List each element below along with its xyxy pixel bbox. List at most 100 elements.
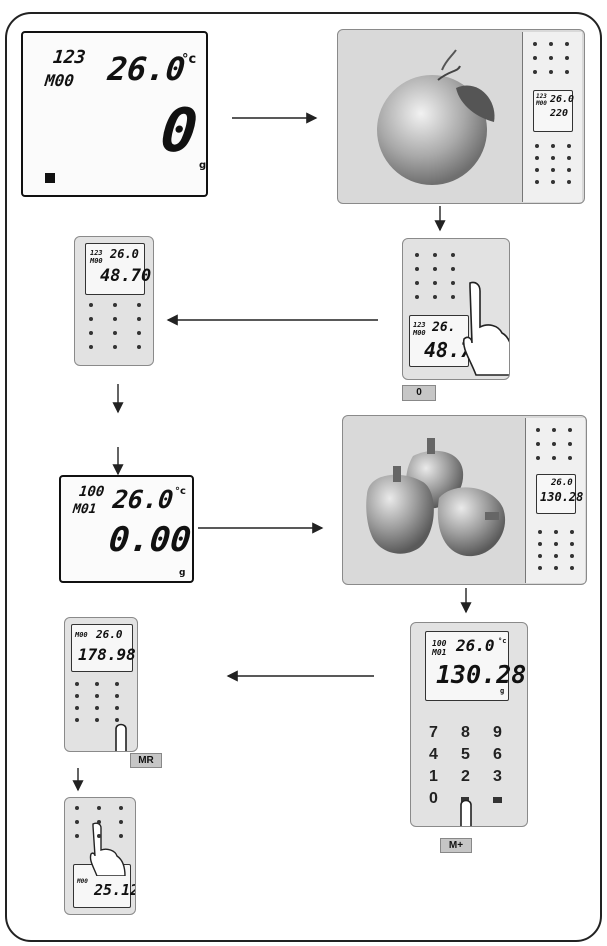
keypad-key[interactable] bbox=[433, 281, 437, 285]
mr-button[interactable]: MR bbox=[130, 753, 162, 768]
keypad-key[interactable] bbox=[415, 267, 419, 271]
key-9[interactable]: 9 bbox=[493, 724, 502, 741]
keypad-key[interactable] bbox=[75, 820, 79, 824]
keypad-key[interactable] bbox=[75, 694, 79, 698]
keypad-key[interactable] bbox=[538, 542, 542, 546]
keypad-key[interactable] bbox=[554, 554, 558, 558]
keypad-key[interactable] bbox=[451, 253, 455, 257]
keypad-key[interactable] bbox=[433, 267, 437, 271]
keypad-key[interactable] bbox=[552, 428, 556, 432]
keypad-key[interactable] bbox=[89, 345, 93, 349]
keypad-key[interactable] bbox=[554, 542, 558, 546]
keypad-key[interactable] bbox=[567, 180, 571, 184]
keypad-key[interactable] bbox=[567, 144, 571, 148]
keypad-key[interactable] bbox=[97, 820, 101, 824]
keypad-key[interactable] bbox=[535, 156, 539, 160]
keypad-key[interactable] bbox=[552, 456, 556, 460]
keypad-key[interactable] bbox=[551, 180, 555, 184]
keypad-key[interactable] bbox=[570, 566, 574, 570]
key-0[interactable]: 0 bbox=[429, 790, 438, 807]
keypad-key[interactable] bbox=[451, 267, 455, 271]
keypad-key[interactable] bbox=[137, 345, 141, 349]
key-6[interactable]: 6 bbox=[493, 746, 502, 763]
key-4[interactable]: 4 bbox=[429, 746, 438, 763]
keypad-key[interactable] bbox=[119, 834, 123, 838]
keypad-key[interactable] bbox=[75, 834, 79, 838]
keypad-key[interactable] bbox=[119, 820, 123, 824]
key-1[interactable]: 1 bbox=[429, 768, 438, 785]
keypad-key[interactable] bbox=[113, 317, 117, 321]
keypad-key[interactable] bbox=[570, 530, 574, 534]
keypad-key[interactable] bbox=[565, 42, 569, 46]
keypad-key[interactable] bbox=[535, 168, 539, 172]
keypad-key[interactable] bbox=[75, 718, 79, 722]
keypad-key[interactable] bbox=[538, 554, 542, 558]
keypad-key[interactable] bbox=[95, 718, 99, 722]
keypad-key[interactable] bbox=[115, 694, 119, 698]
keypad-key[interactable] bbox=[415, 295, 419, 299]
keypad-key[interactable] bbox=[113, 331, 117, 335]
keypad-key[interactable] bbox=[113, 345, 117, 349]
key-mr[interactable] bbox=[493, 797, 502, 803]
keypad-key[interactable] bbox=[554, 566, 558, 570]
keypad-key[interactable] bbox=[570, 554, 574, 558]
key-3[interactable]: 3 bbox=[493, 768, 502, 785]
zero-button[interactable]: 0 bbox=[402, 385, 436, 401]
keypad-key[interactable] bbox=[565, 70, 569, 74]
keypad-key[interactable] bbox=[533, 56, 537, 60]
key-5[interactable]: 5 bbox=[461, 746, 470, 763]
keypad-key[interactable] bbox=[568, 428, 572, 432]
keypad-key[interactable] bbox=[551, 168, 555, 172]
keypad-key[interactable] bbox=[137, 331, 141, 335]
keypad-key[interactable] bbox=[554, 530, 558, 534]
keypad-key[interactable] bbox=[536, 442, 540, 446]
keypad-key[interactable] bbox=[565, 56, 569, 60]
keypad-key[interactable] bbox=[551, 156, 555, 160]
keypad-key[interactable] bbox=[433, 253, 437, 257]
keypad-key[interactable] bbox=[97, 834, 101, 838]
m-plus-button[interactable]: M+ bbox=[440, 838, 472, 853]
keypad-key[interactable] bbox=[75, 682, 79, 686]
keypad-key[interactable] bbox=[552, 442, 556, 446]
keypad-key[interactable] bbox=[95, 694, 99, 698]
keypad-key[interactable] bbox=[75, 806, 79, 810]
keypad-key[interactable] bbox=[89, 303, 93, 307]
keypad-key[interactable] bbox=[536, 456, 540, 460]
keypad-key[interactable] bbox=[115, 718, 119, 722]
keypad-key[interactable] bbox=[75, 706, 79, 710]
keypad-key[interactable] bbox=[533, 42, 537, 46]
keypad-key[interactable] bbox=[95, 706, 99, 710]
keypad-key[interactable] bbox=[113, 303, 117, 307]
keypad-key[interactable] bbox=[115, 682, 119, 686]
keypad-key[interactable] bbox=[536, 428, 540, 432]
keypad-key[interactable] bbox=[137, 317, 141, 321]
keypad-key[interactable] bbox=[89, 317, 93, 321]
keypad-key[interactable] bbox=[119, 806, 123, 810]
keypad-key[interactable] bbox=[451, 281, 455, 285]
keypad-key[interactable] bbox=[535, 180, 539, 184]
keypad-key[interactable] bbox=[549, 70, 553, 74]
keypad-key[interactable] bbox=[538, 566, 542, 570]
keypad-key[interactable] bbox=[549, 56, 553, 60]
keypad-key[interactable] bbox=[570, 542, 574, 546]
keypad-key[interactable] bbox=[568, 442, 572, 446]
key-2[interactable]: 2 bbox=[461, 768, 470, 785]
keypad-key[interactable] bbox=[549, 42, 553, 46]
keypad-key[interactable] bbox=[538, 530, 542, 534]
keypad-key[interactable] bbox=[415, 281, 419, 285]
keypad-key[interactable] bbox=[433, 295, 437, 299]
keypad-key[interactable] bbox=[415, 253, 419, 257]
key-mplus[interactable] bbox=[461, 797, 469, 802]
keypad-key[interactable] bbox=[533, 70, 537, 74]
keypad-key[interactable] bbox=[137, 303, 141, 307]
keypad-key[interactable] bbox=[568, 456, 572, 460]
keypad-key[interactable] bbox=[567, 168, 571, 172]
keypad-key[interactable] bbox=[551, 144, 555, 148]
keypad-key[interactable] bbox=[97, 806, 101, 810]
keypad-key[interactable] bbox=[95, 682, 99, 686]
key-7[interactable]: 7 bbox=[429, 724, 438, 741]
keypad-key[interactable] bbox=[535, 144, 539, 148]
keypad-key[interactable] bbox=[89, 331, 93, 335]
keypad-key[interactable] bbox=[567, 156, 571, 160]
keypad-key[interactable] bbox=[451, 295, 455, 299]
